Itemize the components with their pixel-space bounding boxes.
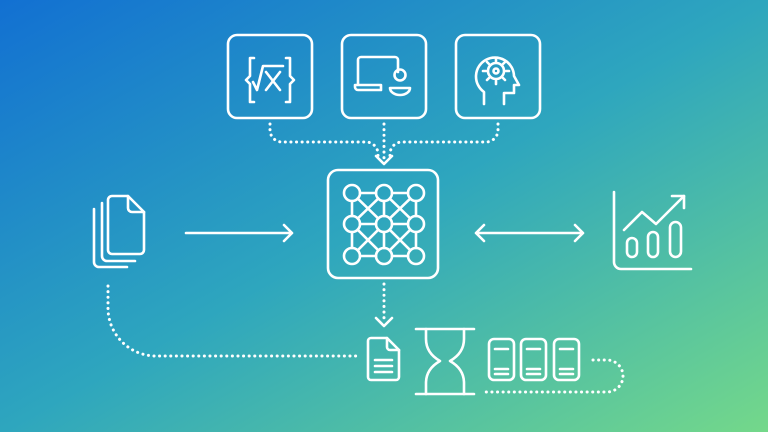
top-dotted-connectors [268, 122, 500, 160]
network-edge [356, 197, 380, 220]
network-edge [388, 197, 412, 220]
network-node [374, 246, 394, 266]
network-edge [356, 228, 380, 252]
document-icon [366, 336, 401, 382]
network-node [406, 246, 426, 266]
server-icon [487, 337, 516, 382]
network-node [374, 214, 394, 234]
left-dotted-connector [106, 284, 360, 358]
network-node [406, 183, 426, 203]
server-icon [552, 337, 581, 382]
network-node [374, 183, 394, 203]
arrow-right-icon [184, 223, 294, 243]
server-icon [519, 337, 548, 382]
double-arrow-icon [474, 223, 585, 243]
neural-network-icon [326, 168, 440, 280]
math-formula-icon [226, 33, 314, 120]
hourglass-icon [414, 327, 476, 396]
network-node [342, 183, 362, 203]
laptop-user-icon [340, 33, 428, 120]
network-edge [388, 228, 412, 252]
arrowhead-down-icon [374, 154, 394, 166]
growth-chart-icon [612, 190, 693, 271]
network-node [342, 246, 362, 266]
network-node [406, 214, 426, 234]
network-node [342, 214, 362, 234]
documents-stack-icon [92, 194, 146, 269]
head-gear-icon [454, 33, 542, 120]
right-dotted-connector [483, 358, 625, 394]
arrowhead-down-icon [374, 316, 394, 328]
